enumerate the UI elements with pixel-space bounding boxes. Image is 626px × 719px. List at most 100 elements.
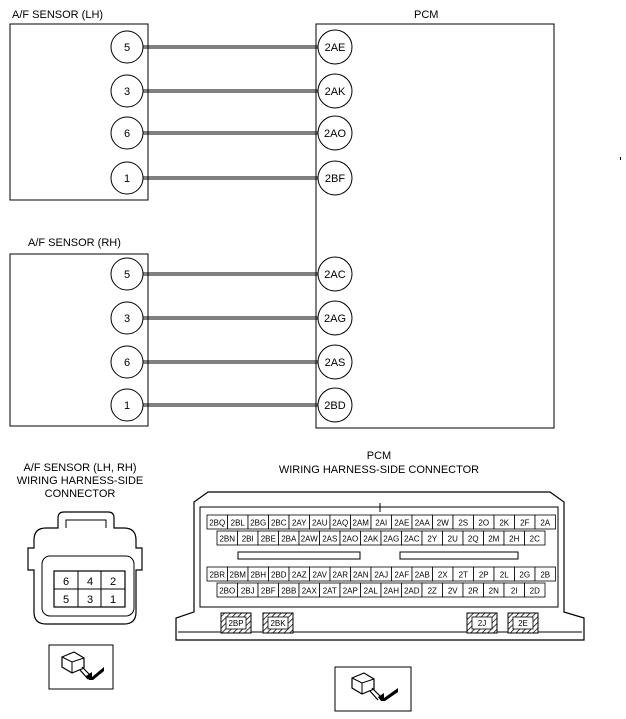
af-sensor-lh-box	[9, 23, 149, 201]
pcm-cavity-label: 2AT	[323, 587, 337, 596]
pcm-cavity-label: 2AC	[404, 535, 420, 544]
pcm-pin-label: 2BD	[324, 400, 345, 412]
af-sensor-lh-title: A/F SENSOR (LH)	[12, 9, 103, 21]
pcm-cavity-label: 2BB	[281, 587, 296, 596]
pcm-connector-title-1: PCM	[367, 450, 391, 462]
pcm-cavity-label: 2BQ	[209, 519, 225, 528]
pcm-cavity-label: 2BO	[219, 587, 235, 596]
connector-view-icon	[48, 644, 114, 690]
pcm-title: PCM	[414, 9, 438, 21]
pcm-cavity-label: 2AH	[383, 587, 399, 596]
pcm-pin-label: 2AE	[325, 42, 346, 54]
pcm-pin-label: 2AC	[324, 269, 345, 281]
af-sensor-rh-box	[9, 253, 149, 427]
pcm-cavity-label: 2Q	[468, 535, 479, 544]
special-label: 2BP	[228, 619, 243, 628]
pcm-cavity-label: 2G	[519, 571, 530, 580]
pcm-cavity-label: 2AJ	[374, 571, 388, 580]
pcm-cavity-label: 2AO	[342, 535, 358, 544]
pcm-cavity-label: 2X	[438, 571, 448, 580]
pcm-cavity-label: 2BM	[230, 571, 247, 580]
sensor-pin	[110, 388, 144, 422]
divider-slot-left	[237, 551, 361, 560]
pcm-cavity	[534, 514, 556, 530]
pcm-cavity-label: 2AK	[363, 535, 379, 544]
pcm-cavity-label: 2D	[530, 587, 540, 596]
special-label: 2J	[478, 619, 486, 628]
pcm-cavity-label: 2K	[499, 519, 509, 528]
pcm-pin-label: 2AS	[325, 357, 346, 369]
pcm-cavity-label: 2F	[520, 519, 529, 528]
pcm-cavity-label: 2AY	[292, 519, 307, 528]
pcm-connector-title-2: WIRING HARNESS-SIDE CONNECTOR	[279, 464, 479, 476]
pcm-cavity-label: 2AM	[353, 519, 370, 528]
pcm-cavity-label: 2AD	[404, 587, 420, 596]
wiring-group-rh: 5 2AC 3 2AG 6 2AS 1 2BD	[110, 256, 353, 423]
pcm-cavity-label: 2AP	[343, 587, 358, 596]
divider-slot-right	[399, 551, 519, 560]
pcm-pin	[317, 73, 353, 109]
wiring-group-lh: 5 2AE 3 2AK 6 2AO 1 2BF	[110, 29, 353, 196]
af-connector-latch	[65, 519, 107, 528]
pcm-box	[315, 23, 555, 429]
pcm-cavity-label: 2BF	[261, 587, 276, 596]
pcm-cavity-label: 2BN	[219, 535, 235, 544]
pcm-cavity-label: 2BH	[250, 571, 266, 580]
pcm-pin	[317, 344, 353, 380]
sensor-pin-label: 6	[124, 128, 130, 140]
pcm-cavity-label: 2AW	[301, 535, 318, 544]
af-connector-title-3: CONNECTOR	[45, 488, 116, 500]
pcm-special-cavity: 2E	[507, 612, 539, 634]
pcm-cavity-label: 2U	[448, 535, 458, 544]
af-connector: 6 4 2 5 3 1	[27, 511, 143, 625]
pcm-cavity-label: 2AF	[394, 571, 409, 580]
pcm-cavity-label: 2Y	[427, 535, 437, 544]
pcm-cavity	[534, 566, 556, 582]
pcm-cavity-label: 2P	[479, 571, 489, 580]
af-connector-title-1: A/F SENSOR (LH, RH)	[23, 462, 136, 474]
pcm-cavity-label: 2A	[540, 519, 550, 528]
pcm-cavity-label: 2M	[488, 535, 499, 544]
pcm-pin	[317, 300, 353, 336]
pcm-cavity	[524, 582, 546, 598]
pcm-pin	[317, 387, 353, 423]
sensor-pin-label: 5	[124, 42, 130, 54]
tick-mark	[620, 157, 621, 160]
pcm-cavity-label: 2AR	[332, 571, 348, 580]
af-cavity: 2	[110, 576, 116, 588]
pcm-pin-label: 2AG	[324, 313, 346, 325]
pcm-cavity-label: 2AV	[312, 571, 327, 580]
af-cavity: 1	[110, 594, 116, 606]
sensor-pin-label: 6	[124, 357, 130, 369]
af-connector-title-2: WIRING HARNESS-SIDE	[17, 475, 144, 487]
pcm-cavity-label: 2AN	[353, 571, 369, 580]
pcm-cavity-label: 2BC	[271, 519, 287, 528]
pcm-pin	[317, 256, 353, 292]
pcm-pin-label: 2AO	[324, 128, 346, 140]
pcm-cavity-label: 2AG	[383, 535, 399, 544]
af-cavity: 5	[63, 594, 69, 606]
pcm-cavity	[524, 530, 546, 546]
pcm-cavity-label: 2N	[489, 587, 499, 596]
sensor-pin	[110, 30, 144, 64]
sensor-pin-label: 3	[124, 86, 130, 98]
sensor-pin	[110, 74, 144, 108]
pcm-cavity-label: 2I	[511, 587, 518, 596]
pcm-cavity-label: 2S	[458, 519, 468, 528]
pcm-cavity-label: 2O	[478, 519, 489, 528]
pcm-cavity-label: 2BA	[281, 535, 297, 544]
pcm-cavity-label: 2H	[509, 535, 519, 544]
sensor-pin-label: 5	[124, 269, 130, 281]
af-cavity: 3	[87, 594, 93, 606]
pcm-cavity-label: 2L	[500, 571, 509, 580]
pcm-cavity-label: 2C	[530, 535, 540, 544]
sensor-pin	[110, 161, 144, 195]
pcm-cavity-label: 2AI	[375, 519, 387, 528]
sensor-pin	[110, 301, 144, 335]
sensor-pin-label: 1	[124, 400, 130, 412]
pcm-cavity-label: 2BR	[209, 571, 225, 580]
